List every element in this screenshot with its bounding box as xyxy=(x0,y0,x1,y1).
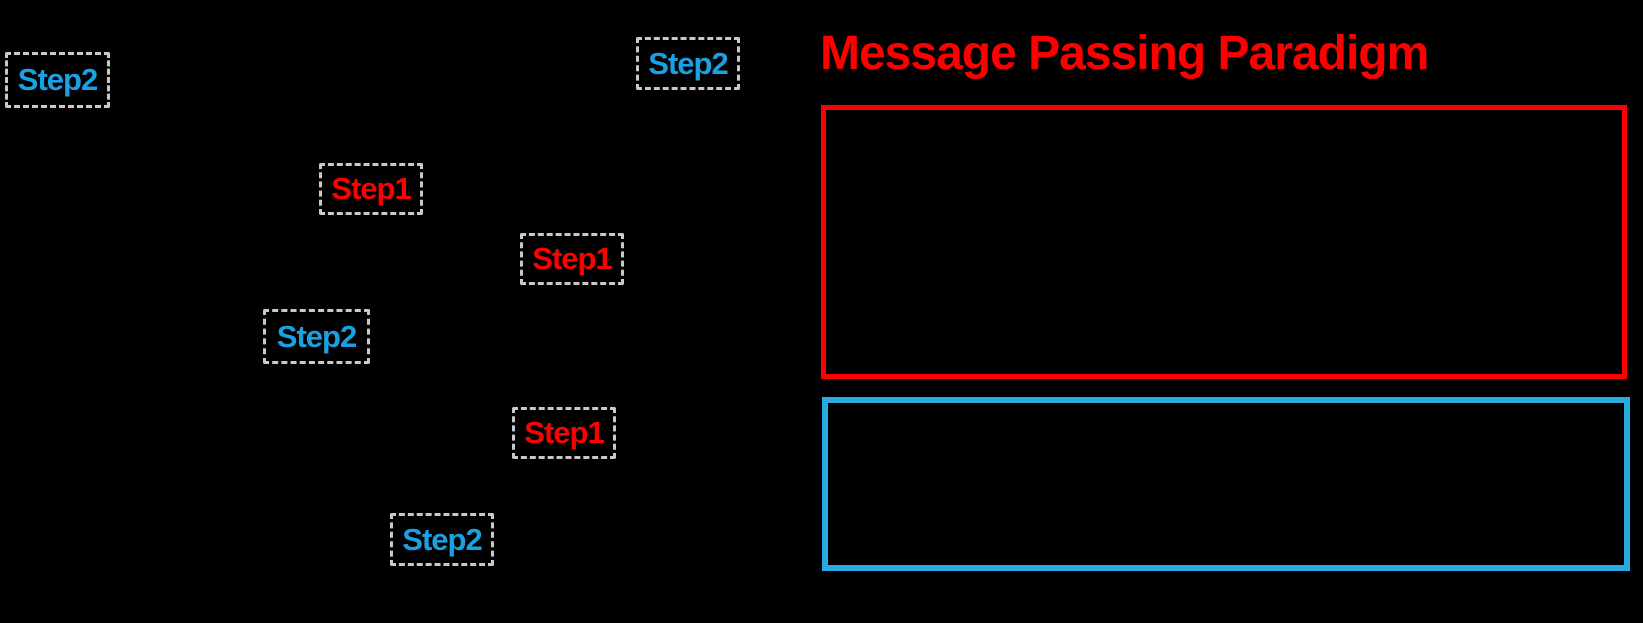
step2-label-box: Step2 xyxy=(636,37,740,90)
step-label: Step2 xyxy=(276,318,357,354)
step2-label-box: Step2 xyxy=(263,309,370,364)
step1-label-box: Step1 xyxy=(319,163,423,215)
step1-description-panel xyxy=(821,105,1627,379)
step-label: Step1 xyxy=(331,171,411,206)
step-label: Step1 xyxy=(532,241,612,276)
step2-description-panel xyxy=(822,397,1630,571)
step-label: Step2 xyxy=(402,521,482,557)
step1-label-box: Step1 xyxy=(512,407,616,459)
step-label: Step2 xyxy=(17,62,98,97)
step-label: Step1 xyxy=(524,415,604,450)
step2-label-box: Step2 xyxy=(390,513,494,566)
step-label: Step2 xyxy=(648,45,728,81)
step1-label-box: Step1 xyxy=(520,233,624,285)
step2-label-box: Step2 xyxy=(5,52,110,108)
page-title: Message Passing Paradigm xyxy=(820,27,1429,80)
